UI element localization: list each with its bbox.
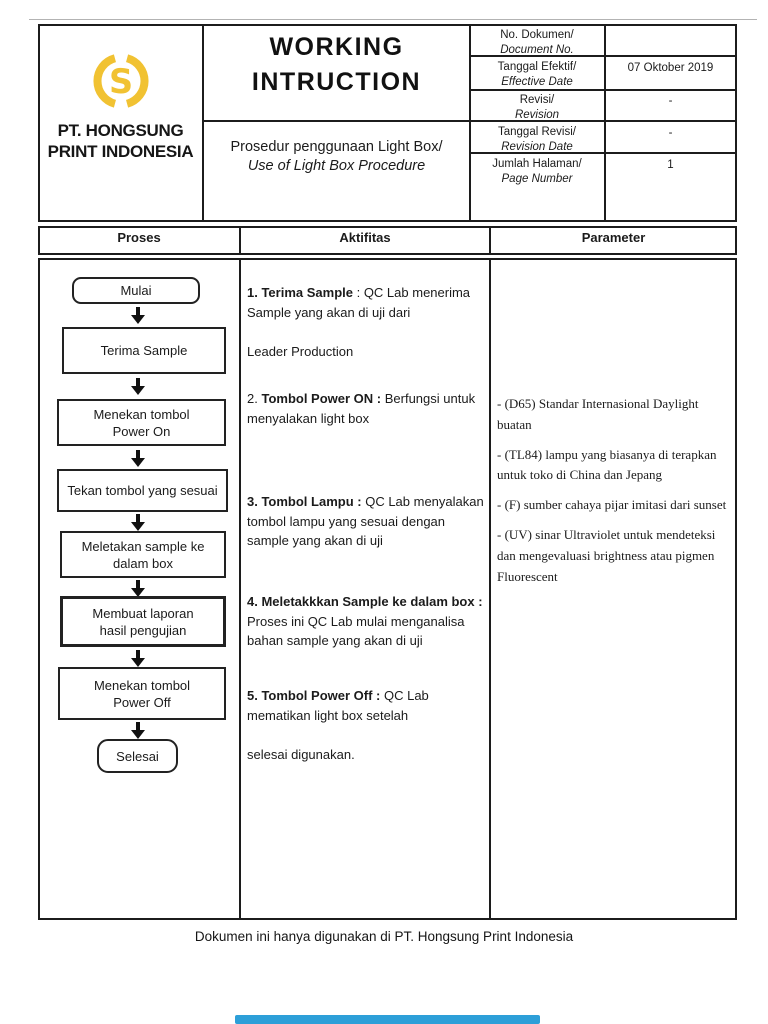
flow-arrow-down-icon	[130, 378, 146, 395]
meta-row-divider-4	[471, 152, 737, 154]
flow-arrow-down-icon	[130, 307, 146, 324]
flow-node-power-on: Menekan tombol Power On	[57, 399, 226, 446]
title-line1: WORKING	[269, 33, 404, 61]
flow-node-meletakan-sample: Meletakan sample ke dalam box	[60, 531, 226, 578]
flow-arrow-down-icon	[130, 580, 146, 597]
flow-node-membuat-laporan: Membuat laporan hasil pengujian	[60, 596, 226, 647]
column-header-row-border	[38, 226, 737, 255]
meta-label-revision: Revisi/ Revision	[514, 94, 560, 121]
parameter-item-f: - (F) sumber cahaya pijar imitasi dari s…	[497, 497, 727, 513]
body-divider-1	[239, 258, 241, 920]
meta-value-effective-date: 07 Oktober 2019	[627, 62, 714, 74]
aktifitas-item-1: 1. Terima Sample : QC Lab menerima Sampl…	[247, 285, 471, 359]
document-title: WORKING INTRUCTION	[203, 30, 470, 100]
flow-arrow-down-icon	[130, 514, 146, 531]
meta-label-page-number: Jumlah Halaman/ Page Number	[492, 158, 582, 185]
column-header-aktifitas: Aktifitas	[339, 230, 391, 245]
aktifitas-item-5: 5. Tombol Power Off : QC Lab mematikan l…	[247, 688, 429, 762]
subtitle-line2: Use of Light Box Procedure	[247, 158, 426, 174]
column-header-proses: Proses	[117, 230, 161, 245]
company-name-line2: PRINT INDONESIA	[47, 142, 194, 161]
subtitle-line1: Prosedur penggunaan Light Box/	[230, 139, 443, 155]
meta-row-divider-1	[471, 55, 737, 57]
meta-value-document-no	[604, 26, 737, 30]
aktifitas-item-4: 4. Meletakkkan Sample ke dalam box : Pro…	[247, 594, 487, 648]
aktifitas-item-2: 2. Tombol Power ON : Berfungsi untuk men…	[247, 391, 479, 426]
parameter-item-d65: - (D65) Standar Internasional Daylight b…	[497, 396, 699, 432]
meta-value-revision-date: -	[668, 127, 673, 139]
header-divider-logo-title	[202, 24, 204, 222]
meta-label-revision-date: Tanggal Revisi/ Revision Date	[498, 126, 576, 153]
company-name: PT. HONGSUNG PRINT INDONESIA	[38, 120, 203, 162]
flow-arrow-down-icon	[130, 722, 146, 739]
company-name-line1: PT. HONGSUNG	[57, 121, 184, 140]
flow-node-tekan-tombol: Tekan tombol yang sesuai	[57, 469, 228, 512]
meta-row-divider-3	[471, 120, 737, 122]
parameter-list: - (D65) Standar Internasional Daylight b…	[497, 394, 731, 596]
flow-node-start: Mulai	[72, 277, 200, 304]
flow-node-terima-sample: Terima Sample	[62, 327, 226, 374]
aktifitas-item-3: 3. Tombol Lampu : QC Lab menyalakan tomb…	[247, 494, 488, 548]
flow-node-end: Selesai	[97, 739, 178, 773]
viewer-progress-bar[interactable]	[235, 1015, 540, 1024]
header-divider-title-meta	[469, 24, 471, 222]
header-table-border	[38, 24, 737, 222]
flow-arrow-down-icon	[130, 650, 146, 667]
meta-value-revision: -	[668, 95, 673, 107]
column-divider-1	[239, 226, 241, 255]
column-divider-2	[489, 226, 491, 255]
page-top-edge-line	[29, 19, 757, 20]
title-subtitle-divider	[204, 120, 470, 122]
body-divider-2	[489, 258, 491, 920]
meta-row-divider-2	[471, 89, 737, 91]
column-header-parameter: Parameter	[581, 230, 646, 245]
svg-text:S: S	[108, 62, 132, 101]
meta-value-page-number: 1	[667, 159, 674, 171]
footer-note: Dokumen ini hanya digunakan di PT. Hongs…	[194, 929, 574, 944]
flow-arrow-down-icon	[130, 450, 146, 467]
company-logo: S	[38, 50, 203, 117]
meta-label-document-no: No. Dokumen/ Document No.	[500, 29, 574, 56]
meta-label-effective-date: Tanggal Efektif/ Effective Date	[497, 61, 577, 88]
parameter-item-uv: - (UV) sinar Ultraviolet untuk mendeteks…	[497, 526, 716, 584]
flow-node-power-off: Menekan tombol Power Off	[58, 667, 226, 720]
header-divider-meta-label-value	[604, 24, 606, 222]
hongsung-s-ring-icon: S	[92, 54, 149, 108]
parameter-item-tl84: - (TL84) lampu yang biasanya di terapkan…	[497, 446, 717, 483]
document-subtitle: Prosedur penggunaan Light Box/ Use of Li…	[203, 138, 470, 176]
title-line2: INTRUCTION	[251, 68, 422, 96]
